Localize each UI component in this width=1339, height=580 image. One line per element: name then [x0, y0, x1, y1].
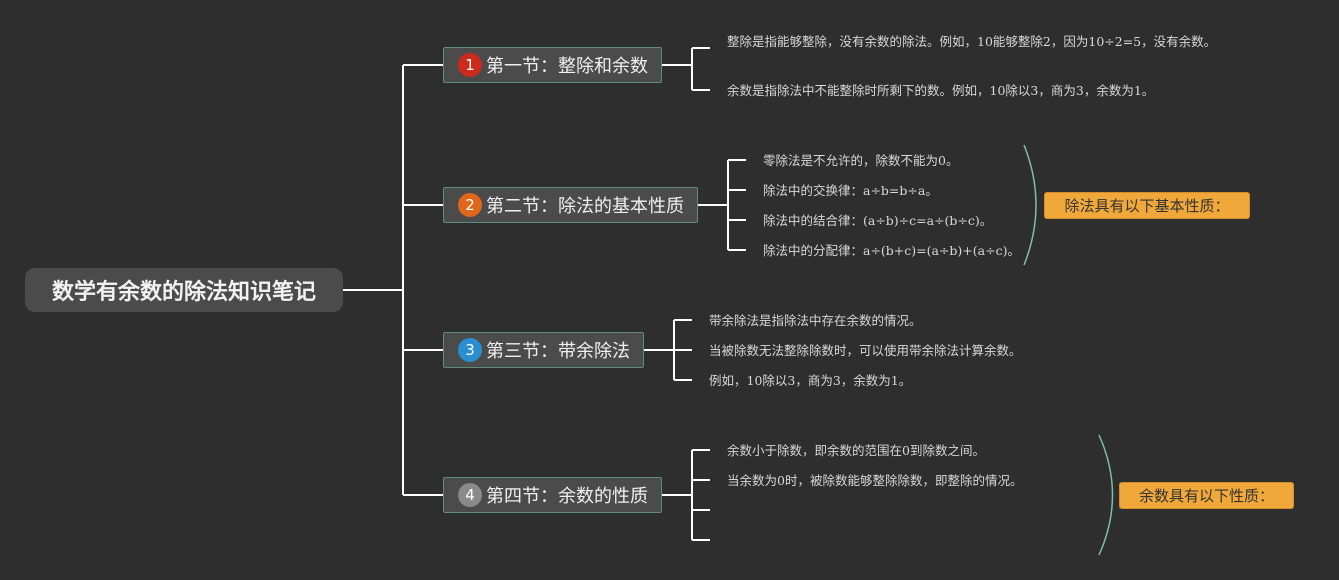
section-2-title: 第二节：除法的基本性质	[486, 196, 684, 217]
section-4-topic[interactable]: 4 第四节：余数的性质	[443, 477, 662, 513]
section-2-item-1: 零除法是不允许的，除数不能为0。	[763, 153, 959, 168]
section-2-item-2: 除法中的交换律：a÷b=b÷a。	[763, 183, 938, 198]
section-4-summary[interactable]: 余数具有以下性质：	[1119, 482, 1294, 509]
root-topic[interactable]: 数学有余数的除法知识笔记	[25, 268, 343, 312]
section-1-item-1: 整除是指能够整除，没有余数的除法。例如，10能够整除2，因为10÷2=5，没有余…	[727, 34, 1217, 49]
section-4-item-1: 余数小于除数，即余数的范围在0到除数之间。	[727, 443, 985, 458]
section-4-title: 第四节：余数的性质	[486, 486, 648, 507]
number-badge-4-icon: 4	[458, 483, 482, 507]
section-1-topic[interactable]: 1 第一节：整除和余数	[443, 47, 662, 83]
section-2-item-4: 除法中的分配律：a÷(b+c)=(a÷b)+(a÷c)。	[763, 243, 1020, 258]
number-badge-3-icon: 3	[458, 338, 482, 362]
number-badge-1-icon: 1	[458, 53, 482, 77]
section-1-item-2: 余数是指除法中不能整除时所剩下的数。例如，10除以3，商为3，余数为1。	[727, 83, 1155, 98]
section-2-topic[interactable]: 2 第二节：除法的基本性质	[443, 187, 698, 223]
section-3-item-1: 带余除法是指除法中存在余数的情况。	[709, 313, 922, 328]
number-badge-2-icon: 2	[458, 193, 482, 217]
section-1-title: 第一节：整除和余数	[486, 56, 648, 77]
section-3-topic[interactable]: 3 第三节：带余除法	[443, 332, 644, 368]
section-3-item-3: 例如，10除以3，商为3，余数为1。	[709, 373, 912, 388]
section-2-item-3: 除法中的结合律：(a÷b)÷c=a÷(b÷c)。	[763, 213, 993, 228]
section-2-summary[interactable]: 除法具有以下基本性质：	[1044, 192, 1250, 219]
root-title: 数学有余数的除法知识笔记	[51, 280, 316, 305]
section-3-item-2: 当被除数无法整除除数时，可以使用带余除法计算余数。	[709, 343, 1022, 358]
section-4-item-2: 当余数为0时，被除数能够整除除数，即整除的情况。	[727, 473, 1023, 488]
section-3-title: 第三节：带余除法	[486, 341, 630, 362]
